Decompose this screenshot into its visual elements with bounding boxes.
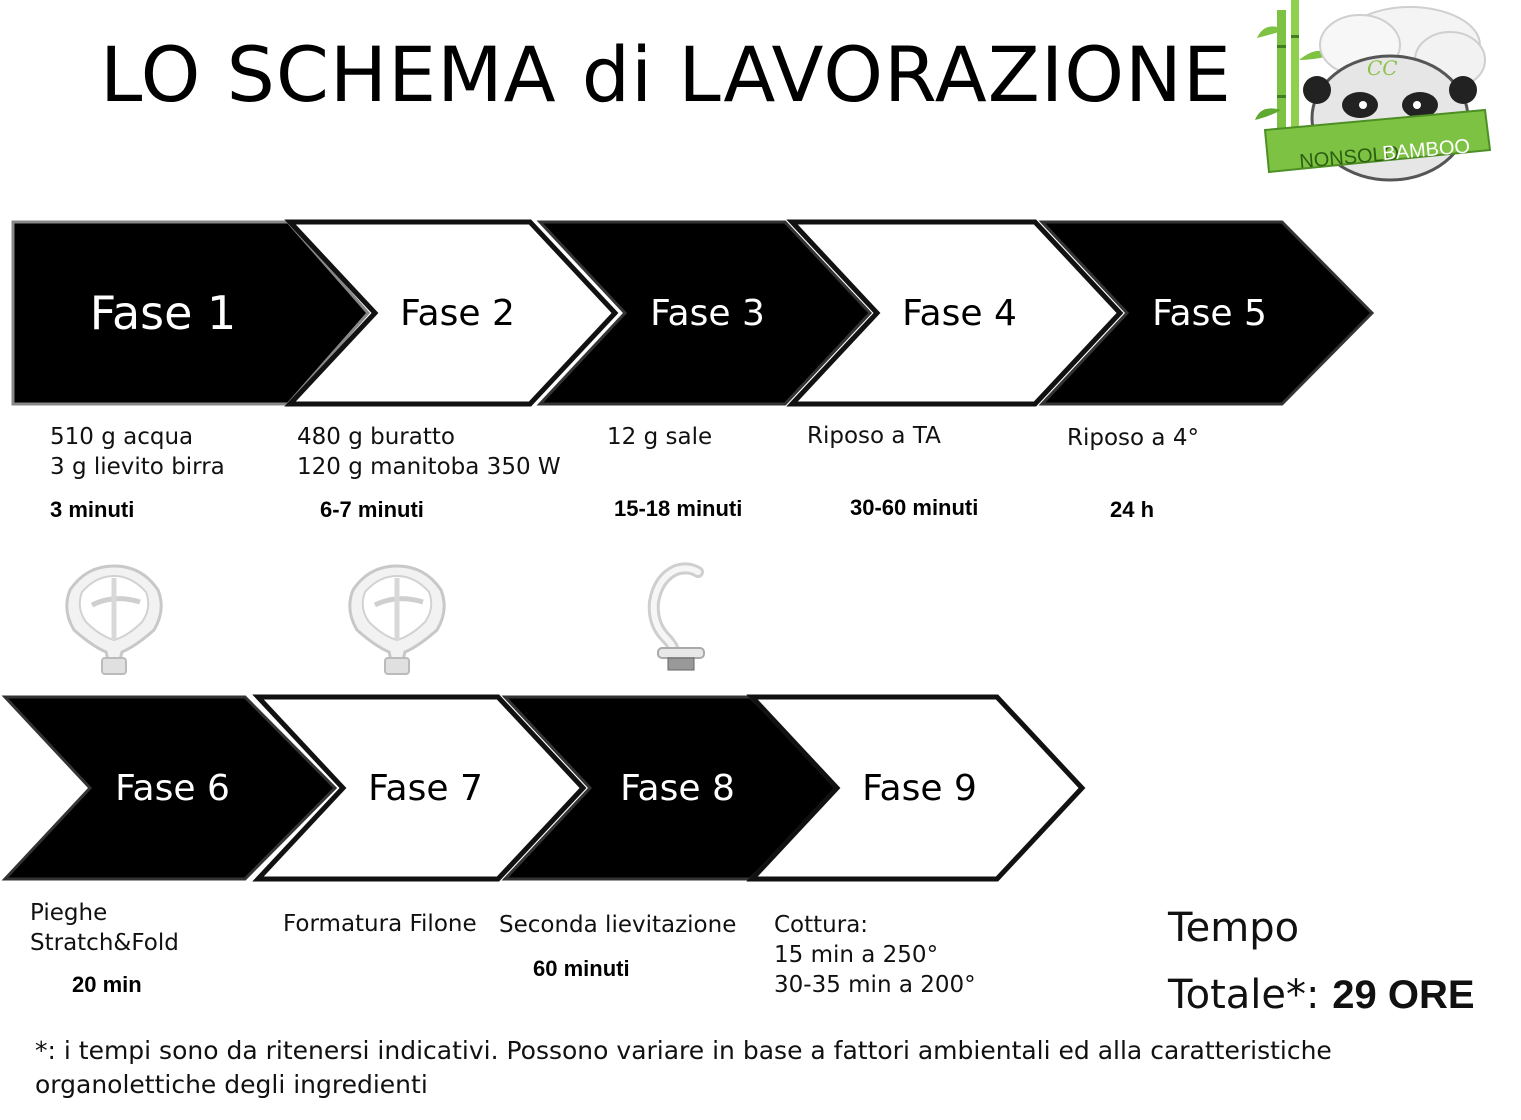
phase-5-time: 24 h: [1110, 497, 1154, 523]
phase-1-line-2: 3 g lievito birra: [50, 452, 225, 482]
phase-7-label: Fase 7: [338, 697, 513, 879]
phase-6-line-1: Pieghe: [30, 898, 107, 928]
phase-2-line-1: 480 g buratto: [297, 422, 455, 452]
flat-beater-icon-2: [345, 560, 450, 685]
phase-9-line-3: 30-35 min a 200°: [774, 970, 976, 1000]
flat-beater-icon: [62, 560, 167, 685]
phase-8-line-1: Seconda lievitazione: [499, 910, 736, 940]
phase-3-time: 15-18 minuti: [614, 496, 742, 522]
footnote: *: i tempi sono da ritenersi indicativi.…: [35, 1034, 1475, 1102]
phase-5-line-1: Riposo a 4°: [1067, 423, 1199, 453]
phase-1-line-1: 510 g acqua: [50, 422, 193, 452]
total-hours: 29 ORE: [1332, 973, 1474, 1017]
phase-5-label: Fase 5: [1122, 222, 1297, 404]
page-title: LO SCHEMA di LAVORAZIONE: [100, 30, 1232, 119]
phase-5-chevron: Fase 5: [1042, 222, 1382, 404]
phase-6-line-2: Stratch&Fold: [30, 928, 179, 958]
phase-6-time: 20 min: [72, 972, 142, 998]
nonsolobamboo-logo: NONSOLO BAMBOO CC: [1255, 0, 1495, 200]
dough-hook-icon: [636, 562, 716, 679]
phase-3-line-1: 12 g sale: [607, 422, 712, 452]
phase-9-line-2: 15 min a 250°: [774, 940, 938, 970]
phase-2-label: Fase 2: [370, 222, 545, 404]
logo-hat-initials: CC: [1367, 56, 1398, 80]
total-time-value: Totale*: 29 ORE: [1168, 972, 1475, 1018]
phase-4-line-1: Riposo a TA: [807, 421, 941, 451]
phase-7-line-1: Formatura Filone: [283, 909, 477, 939]
phase-8-time: 60 minuti: [533, 956, 630, 982]
phase-9-line-1: Cottura:: [774, 910, 868, 940]
total-prefix: Totale*:: [1168, 972, 1332, 1018]
phase-6-label: Fase 6: [85, 697, 260, 879]
phase-2-line-2: 120 g manitoba 350 W: [297, 452, 561, 482]
phase-1-time: 3 minuti: [50, 497, 134, 523]
phase-3-label: Fase 3: [620, 222, 795, 404]
phase-2-time: 6-7 minuti: [320, 497, 424, 523]
phase-4-label: Fase 4: [872, 222, 1047, 404]
phase-9-chevron: Fase 9: [752, 697, 1092, 879]
phase-8-label: Fase 8: [590, 697, 765, 879]
total-time-label: Tempo: [1168, 905, 1299, 951]
phase-4-time: 30-60 minuti: [850, 495, 978, 521]
phase-9-label: Fase 9: [832, 697, 1007, 879]
phase-1-label: Fase 1: [13, 222, 313, 404]
